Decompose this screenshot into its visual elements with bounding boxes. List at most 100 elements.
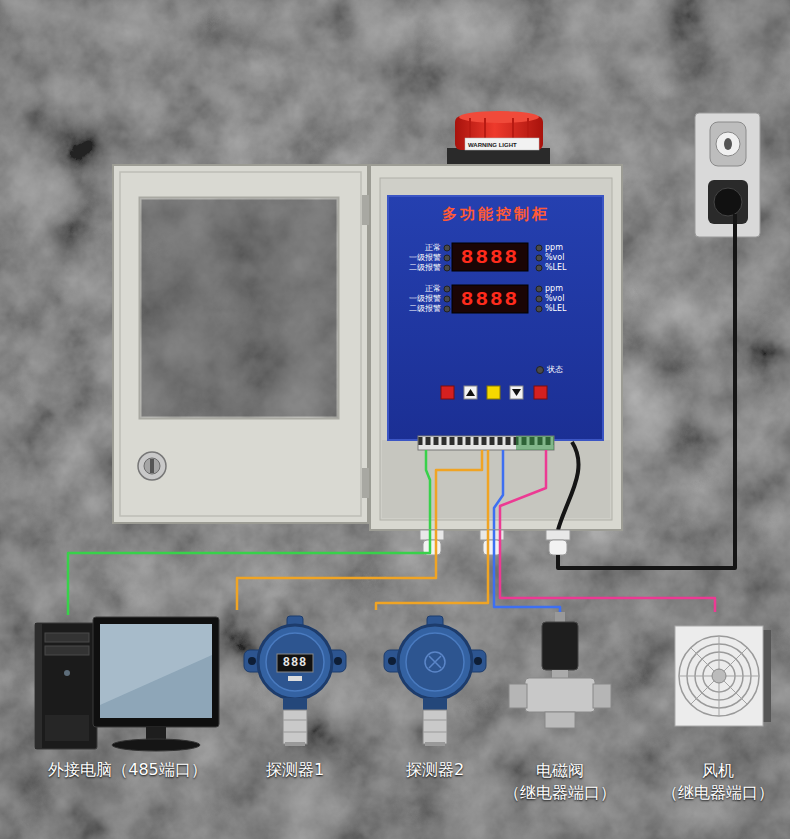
sensor-head xyxy=(285,742,305,746)
internal-wiring xyxy=(426,450,430,530)
device-caption: 外接电脑（485端口） xyxy=(48,759,207,781)
device-caption: （继电器端口） xyxy=(662,782,774,804)
warning-light xyxy=(447,111,550,165)
warning-light xyxy=(469,118,471,138)
panel-title: 多功能控制柜 xyxy=(442,203,550,225)
indicator-lamp xyxy=(536,286,542,292)
valve-body xyxy=(525,678,595,712)
indicator-label: 一级报警 xyxy=(409,295,441,303)
power-cable xyxy=(558,214,735,568)
sensor-neck xyxy=(423,698,447,710)
panel-button xyxy=(510,386,523,399)
wall-socket xyxy=(710,122,746,166)
detector-housing xyxy=(398,625,472,699)
control-panel xyxy=(388,196,603,440)
sensor-head xyxy=(283,710,307,744)
device-caption: 风机 xyxy=(702,760,734,782)
cabinet-door xyxy=(362,195,370,225)
wall-socket xyxy=(716,132,740,156)
signal-wire xyxy=(494,530,560,612)
warning-light xyxy=(512,118,514,138)
panel-button xyxy=(466,389,475,396)
gas-detector-art xyxy=(232,610,358,781)
wall-socket xyxy=(695,113,760,237)
valve-gland xyxy=(555,612,565,622)
sensor-neck xyxy=(283,698,307,710)
signal-wire xyxy=(376,530,488,610)
detector-key xyxy=(288,676,302,681)
signal-wire xyxy=(237,530,436,610)
wall-socket xyxy=(695,113,760,237)
drive-bay xyxy=(45,646,89,655)
drive-bay xyxy=(45,633,89,642)
pc-tower xyxy=(45,715,89,741)
valve-nut xyxy=(552,670,568,678)
internal-wiring xyxy=(487,450,490,530)
pc-tower xyxy=(35,623,42,749)
indicator-lamp xyxy=(536,296,542,302)
internal-wiring xyxy=(494,450,503,530)
unit-label: ppm xyxy=(545,244,563,252)
sensor-head xyxy=(283,732,307,733)
computer: 外接电脑（485端口） xyxy=(25,615,230,781)
power-button xyxy=(64,670,70,676)
unit-label: %vol xyxy=(545,295,564,303)
cabinet-door xyxy=(140,198,338,418)
control-cabinet: 多功能控制柜 xyxy=(370,165,622,530)
unit-label: %LEL xyxy=(545,264,567,272)
fan-grille xyxy=(679,636,759,716)
sensor-head xyxy=(423,720,447,721)
panel-button xyxy=(441,386,547,399)
screen-glare xyxy=(100,624,212,705)
cable-gland xyxy=(420,530,444,540)
detector-cover xyxy=(266,633,324,691)
warning-light xyxy=(484,118,486,138)
sensor-head xyxy=(283,720,307,721)
wall-socket xyxy=(714,188,742,216)
mounting-hole xyxy=(334,657,342,665)
valve-body xyxy=(545,712,575,728)
unit-label: ppm xyxy=(545,285,563,293)
indicator-lamp xyxy=(444,245,450,251)
fan-housing xyxy=(675,626,763,726)
indicator-lamp xyxy=(537,367,544,374)
unit-label: %vol xyxy=(545,254,564,262)
indicator-lamp xyxy=(444,296,450,302)
indicator-lamp xyxy=(536,265,542,271)
detector-emblem xyxy=(429,656,441,668)
gas-detector: 探测器2 xyxy=(372,610,498,781)
indicator-label: 正常 xyxy=(425,285,441,293)
detector-display xyxy=(277,654,313,672)
power-cable xyxy=(558,214,735,568)
indicator-lamp xyxy=(536,245,542,251)
pc-tower xyxy=(35,623,97,749)
internal-wiring xyxy=(500,450,546,530)
cabinet-door xyxy=(150,459,154,473)
solenoid-valve: 电磁阀（继电器端口） xyxy=(495,612,625,804)
monitor-screen xyxy=(100,624,212,718)
detector-housing xyxy=(258,625,332,699)
device-caption: 电磁阀 xyxy=(536,760,584,782)
led-reading: 8888 xyxy=(461,247,519,268)
indicator-label: 二级报警 xyxy=(409,305,441,313)
monitor xyxy=(93,617,219,727)
gas-detector: 探测器1 xyxy=(232,610,358,781)
indicator-label: 二级报警 xyxy=(409,264,441,272)
detector-cover xyxy=(406,633,464,691)
computer-art xyxy=(25,615,230,781)
monitor-stand xyxy=(112,739,200,751)
internal-wiring xyxy=(426,442,579,530)
led-reading: 8888 xyxy=(461,289,519,310)
warning-light xyxy=(447,148,550,165)
indicator-lamp xyxy=(444,286,450,292)
cabinet-door xyxy=(144,458,160,474)
warning-light xyxy=(465,138,539,150)
indicator-label: 一级报警 xyxy=(409,254,441,262)
indicator-lamp xyxy=(444,255,450,261)
cabinet-door xyxy=(120,172,361,516)
cable-gland xyxy=(546,530,570,540)
device-caption: 探测器2 xyxy=(406,759,464,781)
